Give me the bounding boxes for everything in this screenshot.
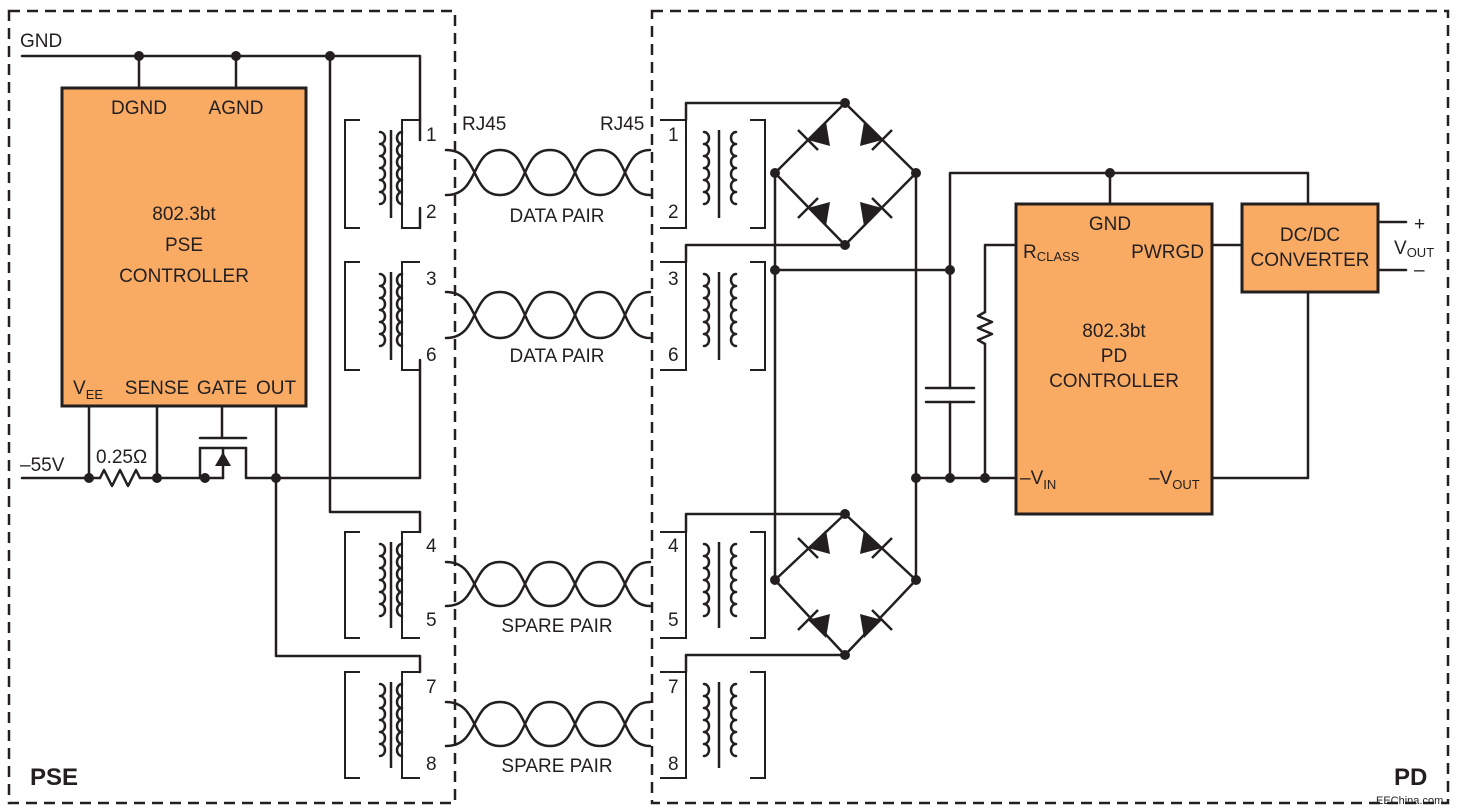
pd-pin-rclass: RCLASS bbox=[1023, 242, 1080, 264]
sense-resistor-label: 0.25Ω bbox=[96, 447, 147, 468]
spare-pair-label: SPARE PAIR bbox=[501, 616, 612, 637]
pse-pin-number: 4 bbox=[426, 536, 437, 557]
twisted-pair-data-1 bbox=[444, 148, 652, 197]
vout-label: VOUT bbox=[1394, 238, 1434, 260]
pd-controller-line3: CONTROLLER bbox=[1049, 371, 1179, 392]
pd-pin-number: 5 bbox=[668, 610, 679, 631]
pse-region-outline bbox=[7, 9, 457, 805]
rclass-resistor bbox=[976, 243, 1018, 483]
pse-controller-line1: 802.3bt bbox=[152, 204, 216, 225]
gnd-rail bbox=[20, 51, 422, 534]
pd-pin-number: 6 bbox=[668, 345, 679, 366]
pass-mosfet bbox=[198, 404, 278, 483]
twisted-pair-spare-1 bbox=[444, 560, 652, 608]
minus55v-label: –55V bbox=[20, 455, 65, 476]
pse-pin-number: 3 bbox=[426, 269, 437, 290]
pse-pin-vee: VEE bbox=[73, 378, 103, 402]
dcdc-line2: CONVERTER bbox=[1251, 250, 1370, 271]
rj45-right-label: RJ45 bbox=[600, 114, 644, 135]
dcdc-line1: DC/DC bbox=[1280, 225, 1340, 246]
bridge-rectifier-spare bbox=[770, 509, 921, 660]
pse-pin-number: 1 bbox=[426, 125, 437, 146]
twisted-pair-data-2 bbox=[444, 290, 652, 340]
pse-transformer-data-1 bbox=[344, 118, 422, 230]
pd-corner-label: PD bbox=[1394, 764, 1427, 791]
pd-pin-number: 4 bbox=[668, 536, 679, 557]
pd-converter-wiring bbox=[1210, 243, 1310, 480]
pse-corner-label: PSE bbox=[30, 764, 78, 791]
pd-pin-pwrgd: PWRGD bbox=[1131, 242, 1204, 263]
pd-transformer-data-1 bbox=[660, 119, 766, 229]
pse-pin-dgnd: DGND bbox=[111, 98, 167, 119]
gnd-rail-label: GND bbox=[20, 31, 62, 52]
pd-pin-number: 3 bbox=[668, 269, 679, 290]
pse-pin-out: OUT bbox=[256, 378, 297, 399]
pd-pin-vin: –VIN bbox=[1020, 468, 1056, 492]
rj45-left-label: RJ45 bbox=[462, 114, 506, 135]
pse-controller: DGND AGND 802.3bt PSE CONTROLLER VEE SEN… bbox=[60, 86, 308, 408]
data-pair-label: DATA PAIR bbox=[509, 206, 604, 227]
pd-pin-number: 1 bbox=[668, 125, 679, 146]
pse-pin-gate: GATE bbox=[197, 378, 247, 399]
pd-controller-line1: 802.3bt bbox=[1082, 321, 1146, 342]
pd-transformer-spare-2 bbox=[660, 671, 766, 779]
dcdc-converter: DC/DC CONVERTER bbox=[1240, 202, 1408, 294]
pse-pin-number: 5 bbox=[426, 610, 437, 631]
pse-controller-line2: PSE bbox=[165, 235, 203, 256]
vout-plus-label: + bbox=[1414, 214, 1425, 235]
data-pair-label: DATA PAIR bbox=[509, 346, 604, 367]
pse-pin-number: 2 bbox=[426, 202, 437, 223]
pse-controller-line3: CONTROLLER bbox=[119, 266, 249, 287]
pd-controller: GND RCLASS PWRGD 802.3bt PD CONTROLLER –… bbox=[1014, 202, 1214, 516]
watermark-label: EEChina.com bbox=[1376, 795, 1443, 807]
bridge-rectifier-data bbox=[770, 98, 921, 250]
minus55v-rail bbox=[20, 404, 207, 488]
spare-pair-label: SPARE PAIR bbox=[501, 756, 612, 777]
pd-pin-number: 2 bbox=[668, 202, 679, 223]
out-rail bbox=[271, 358, 422, 674]
pse-pin-number: 8 bbox=[426, 754, 437, 775]
pd-tap-wiring bbox=[684, 101, 847, 674]
input-capacitor bbox=[924, 268, 976, 483]
pse-pin-number: 6 bbox=[426, 345, 437, 366]
pd-pin-number: 8 bbox=[668, 754, 679, 775]
pd-controller-line2: PD bbox=[1101, 346, 1127, 367]
pse-transformer-spare-2 bbox=[344, 671, 420, 779]
pd-transformer-data-2 bbox=[660, 261, 766, 371]
pd-transformer-spare-1 bbox=[660, 531, 766, 639]
pse-transformer-spare-1 bbox=[344, 531, 420, 639]
pse-pin-sense: SENSE bbox=[125, 378, 189, 399]
pse-pin-agnd: AGND bbox=[209, 98, 264, 119]
pse-pin-number: 7 bbox=[426, 677, 437, 698]
pd-pin-vout: –VOUT bbox=[1149, 468, 1200, 492]
pse-transformer-data-2 bbox=[344, 261, 420, 371]
pd-region-outline bbox=[650, 9, 1450, 805]
twisted-pair-spare-2 bbox=[444, 700, 652, 748]
vout-minus-label: – bbox=[1414, 260, 1425, 281]
pd-pin-number: 7 bbox=[668, 677, 679, 698]
bridge-rails bbox=[770, 168, 1310, 582]
pd-pin-gnd: GND bbox=[1089, 214, 1131, 235]
